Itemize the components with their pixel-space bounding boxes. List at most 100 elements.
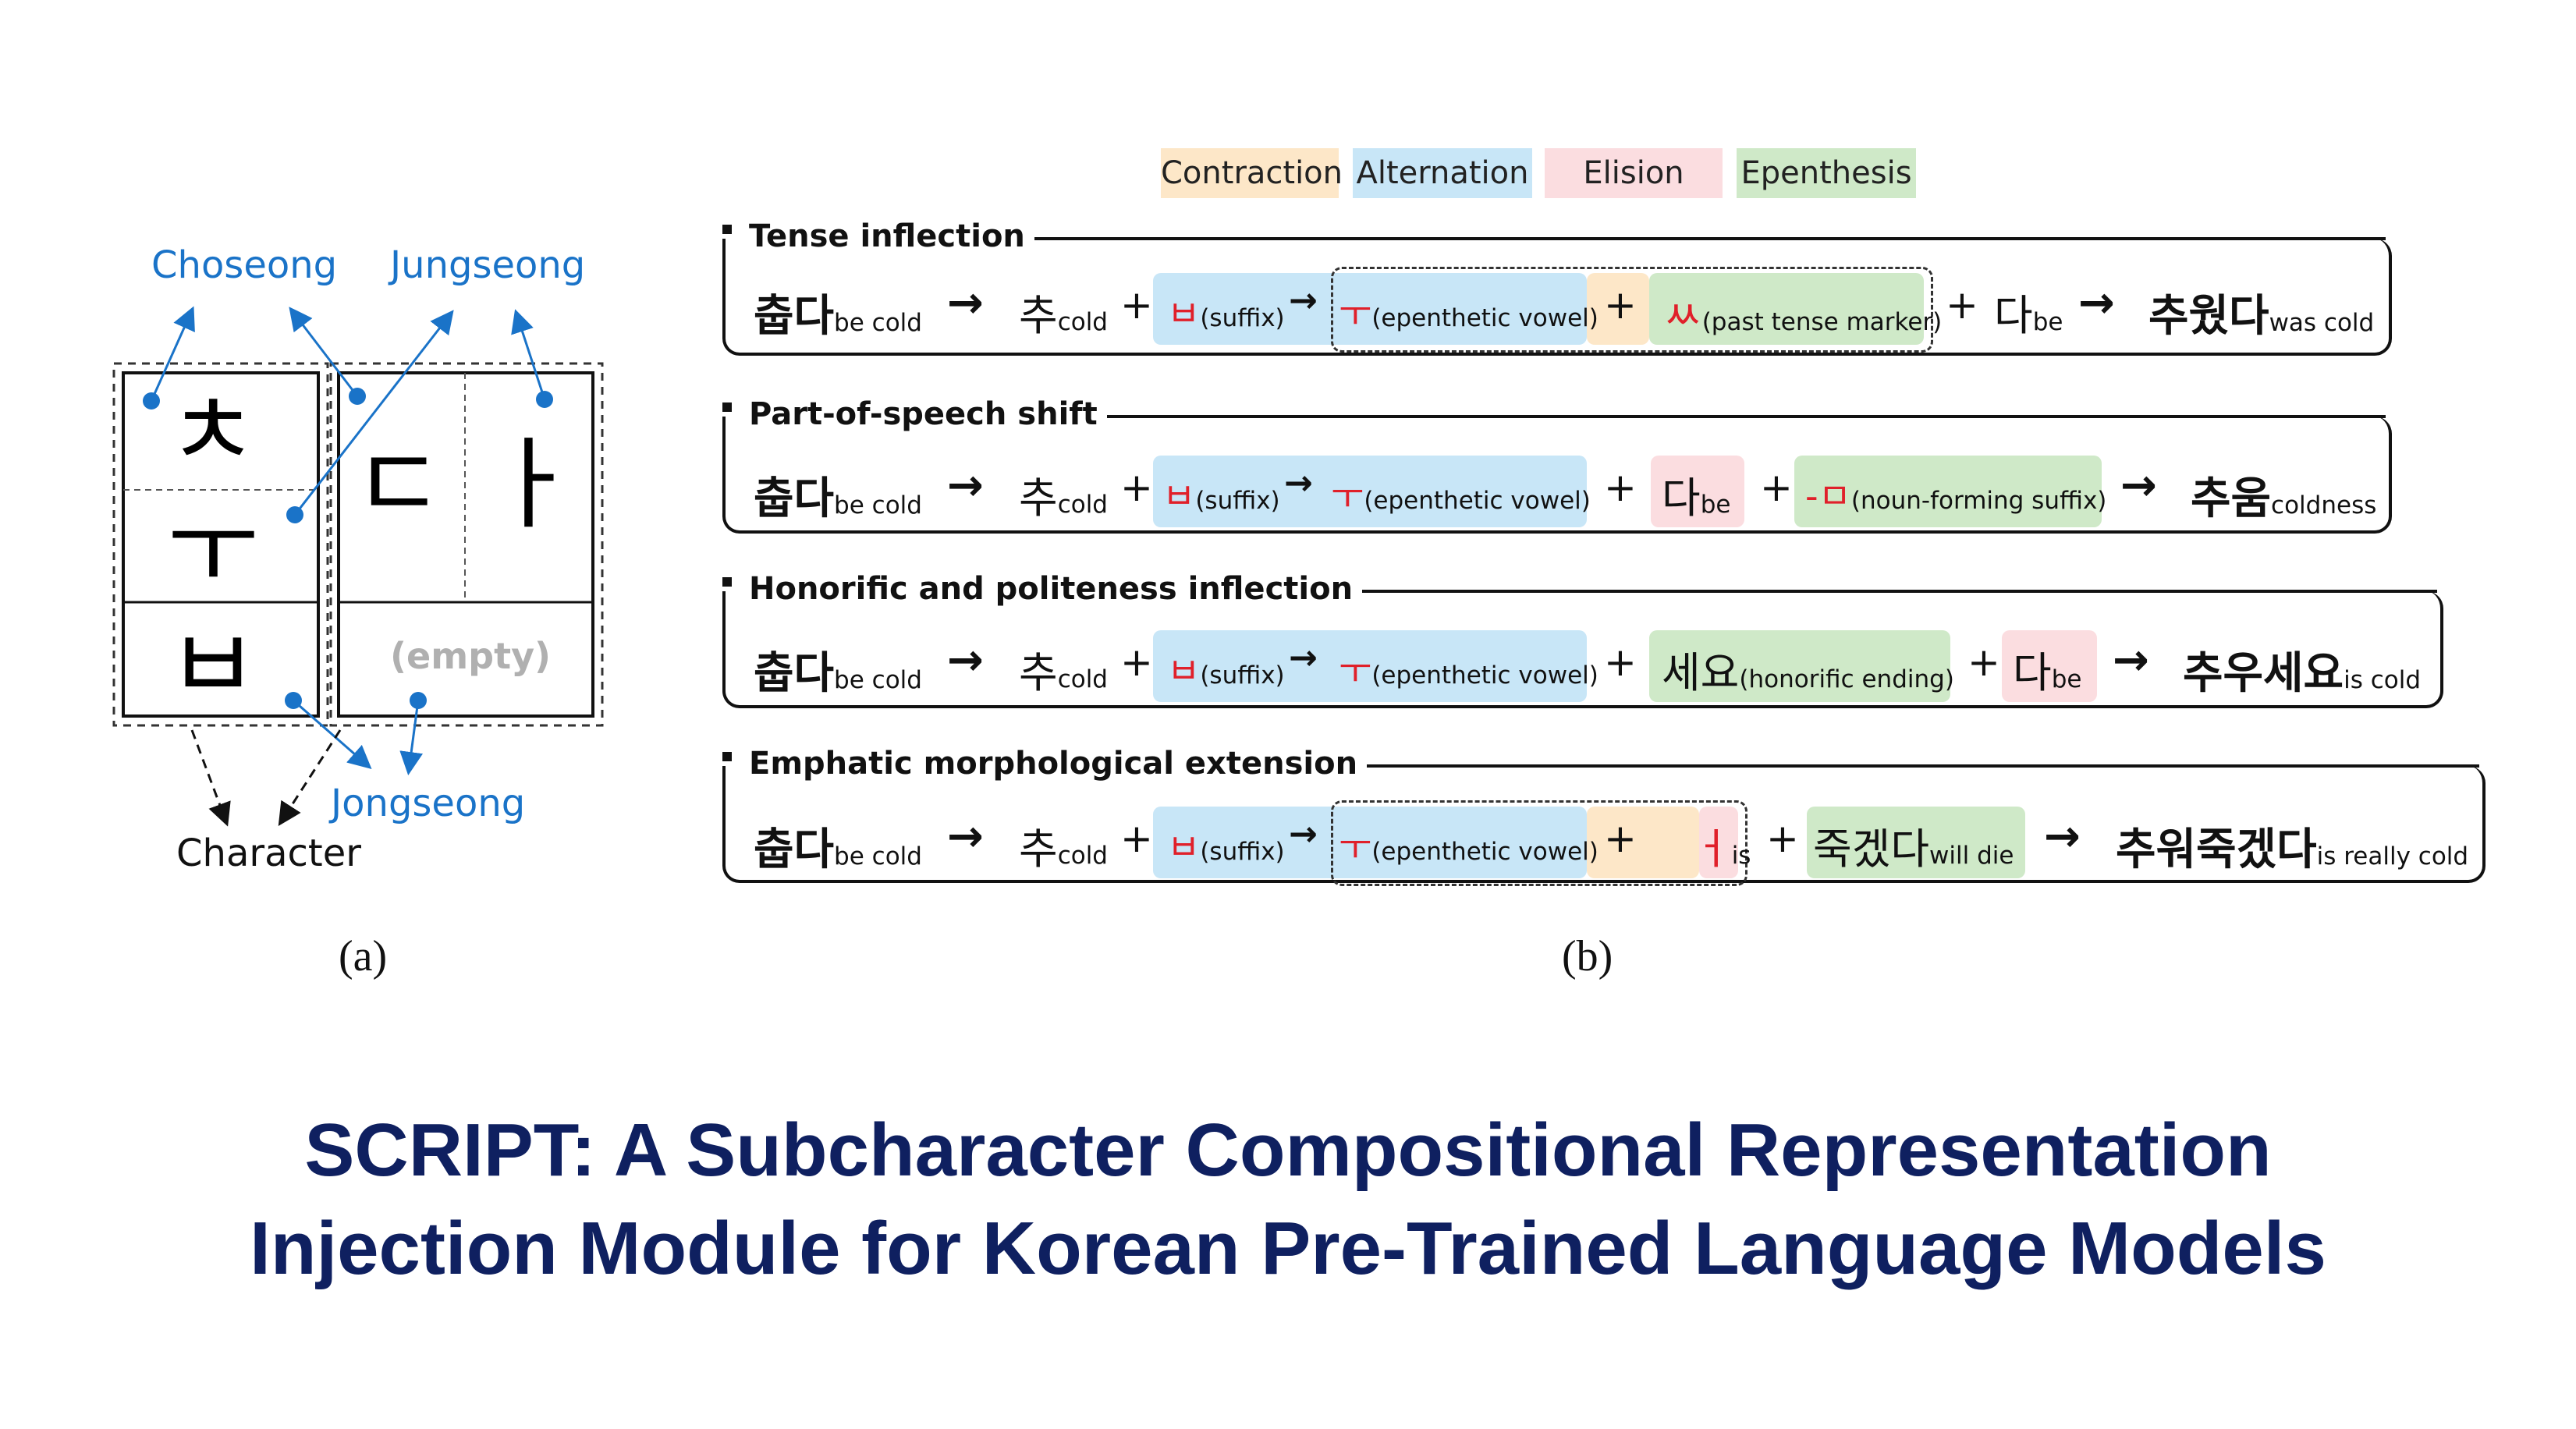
plus-1: +	[1120, 640, 1153, 685]
arrow-3: →	[2044, 811, 2081, 862]
stem-word: 춥다	[754, 824, 835, 875]
extra1: ㅆ	[1663, 291, 1702, 340]
extra1-gloss: (honorific ending)	[1739, 665, 1954, 693]
choseong-dot-1	[143, 392, 160, 410]
result-gloss: is really cold	[2316, 842, 2469, 871]
suffix-jamo: ㅂ	[1167, 650, 1201, 692]
stem-word: 춥다	[754, 291, 835, 342]
jamo-choseong-2: ㄷ	[353, 427, 445, 543]
arrow-2: →	[1289, 814, 1318, 854]
suffix-jamo: ㅂ	[1167, 826, 1201, 868]
suffix-gloss: (suffix)	[1195, 487, 1280, 515]
extra1: ㅓ	[1693, 824, 1732, 874]
arrow-2: →	[1284, 463, 1313, 503]
extra1: 다	[1662, 473, 1701, 523]
extra2-gloss: be	[2032, 308, 2063, 336]
stem-word: 춥다	[754, 648, 835, 699]
stem-gloss: be cold	[834, 842, 922, 871]
section-title: Tense inflection	[740, 218, 1034, 254]
character-box-2	[329, 362, 604, 727]
caption-a: (a)	[339, 932, 388, 980]
result-word: 추우세요	[2183, 648, 2344, 699]
arrow-3: →	[2113, 635, 2149, 686]
paper-title-line-1: SCRIPT: A Subcharacter Compositional Rep…	[304, 1108, 2272, 1192]
suffix-gloss: (suffix)	[1200, 838, 1285, 866]
extra1-gloss: be	[1700, 491, 1731, 519]
jongseong-dot-2	[410, 692, 427, 709]
jungseong-dot-2	[536, 391, 553, 408]
extra2-gloss: will die	[1929, 842, 2014, 870]
arrow-1: →	[947, 635, 984, 686]
jongseong-label: Jongseong	[331, 782, 526, 825]
jungseong-dot-1	[286, 506, 303, 523]
vowel-jamo: ㅜ	[1339, 650, 1372, 692]
stem-gloss: be cold	[834, 666, 922, 694]
arrow-1: →	[947, 278, 984, 328]
extra1: 세요	[1662, 648, 1740, 697]
root-chu: 추	[1019, 473, 1058, 523]
extra1-gloss: (past tense marker)	[1701, 308, 1943, 336]
empty-jongseong-label: (empty)	[390, 635, 552, 677]
caption-b: (b)	[1562, 932, 1613, 980]
char1-frame	[122, 371, 320, 718]
stem-word: 춥다	[754, 473, 835, 524]
vowel-jamo: ㅜ	[1339, 826, 1372, 868]
plus-1: +	[1120, 282, 1153, 328]
stem-gloss: be cold	[834, 309, 922, 337]
jamo-jungseong-2: ㅏ	[485, 427, 577, 543]
vowel-gloss: (epenthetic vowel)	[1371, 661, 1598, 690]
vowel-gloss: (epenthetic vowel)	[1371, 304, 1598, 332]
jamo-jongseong-1: ㅂ	[167, 608, 259, 724]
character-label: Character	[176, 832, 361, 875]
root-chu: 추	[1019, 824, 1058, 874]
plus-3: +	[1766, 816, 1799, 861]
root-gloss: cold	[1057, 842, 1108, 870]
root-chu: 추	[1019, 648, 1058, 697]
plus-2: +	[1604, 465, 1637, 510]
plus-1: +	[1120, 465, 1153, 510]
section-title: Emphatic morphological extension	[740, 746, 1368, 782]
extra2: -ㅁ	[1805, 475, 1851, 517]
legend-contraction: Contraction	[1161, 148, 1343, 198]
root-gloss: cold	[1057, 308, 1108, 336]
stem-gloss: be cold	[834, 491, 922, 519]
section-title: Honorific and politeness inflection	[740, 571, 1363, 607]
root-chu: 추	[1019, 291, 1058, 340]
result-gloss: is cold	[2344, 666, 2422, 694]
character-box-1	[112, 362, 329, 727]
result-gloss: coldness	[2271, 491, 2377, 519]
result-word: 추웠다	[2148, 291, 2269, 342]
legend-elision: Elision	[1545, 148, 1723, 198]
extra2: 다	[2013, 648, 2052, 697]
arrow-1: →	[947, 811, 984, 862]
plus-2: +	[1604, 282, 1637, 328]
vowel-jamo: ㅜ	[1331, 475, 1364, 517]
plus-1: +	[1120, 816, 1153, 861]
section-title: Part-of-speech shift	[740, 396, 1107, 432]
plus-2: +	[1604, 816, 1637, 861]
vowel-gloss: (epenthetic vowel)	[1371, 838, 1598, 866]
arrow-3: →	[2078, 278, 2115, 328]
extra2-gloss: be	[2051, 665, 2082, 693]
jongseong-dot-1	[285, 692, 302, 709]
paper-title-line-2: Injection Module for Korean Pre-Trained …	[250, 1207, 2326, 1290]
jamo-choseong-1: ㅊ	[167, 374, 259, 490]
suffix-gloss: (suffix)	[1200, 661, 1285, 690]
choseong-dot-2	[349, 388, 366, 405]
root-gloss: cold	[1057, 491, 1108, 519]
vowel-gloss: (epenthetic vowel)	[1364, 487, 1591, 515]
extra2-gloss: (noun-forming suffix)	[1850, 487, 2107, 515]
suffix-gloss: (suffix)	[1200, 304, 1285, 332]
plus-3: +	[1760, 465, 1793, 510]
legend-alternation: Alternation	[1353, 148, 1532, 198]
arrow-3: →	[2120, 460, 2157, 511]
plus-2: +	[1604, 640, 1637, 685]
result-gloss: was cold	[2269, 309, 2375, 337]
choseong-label: Choseong	[151, 243, 338, 287]
vowel-jamo: ㅜ	[1339, 293, 1372, 335]
legend-epenthesis: Epenthesis	[1737, 148, 1916, 198]
arrow-1: →	[947, 460, 984, 511]
arrow-2: →	[1289, 638, 1318, 678]
root-gloss: cold	[1057, 665, 1108, 693]
